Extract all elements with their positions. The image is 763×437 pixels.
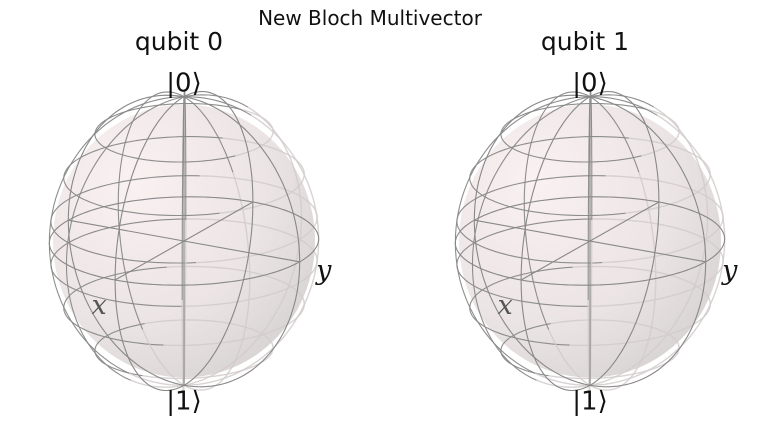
longitude-line-front <box>183 89 187 220</box>
longitude-line-back <box>141 172 251 391</box>
ket-one-label: |1⟩ <box>166 386 201 416</box>
longitude-line-back <box>536 106 709 388</box>
x-axis-label: x <box>91 290 106 321</box>
longitude-line-front <box>471 96 591 381</box>
latitude-line-front <box>521 300 589 307</box>
latitude-line-front <box>500 102 648 160</box>
latitude-line-front <box>544 155 642 163</box>
longitude-line-back <box>181 219 187 394</box>
latitude-line-front <box>500 323 551 376</box>
latitude-line-front <box>63 266 167 342</box>
longitude-line-front <box>589 96 658 116</box>
qubit-1-title: qubit 1 <box>540 27 630 56</box>
longitude-line-front <box>589 96 640 173</box>
longitude-line-back <box>128 114 320 387</box>
latitude-line-front <box>469 266 573 342</box>
bloch-sphere-1: |0⟩ |1⟩ x y <box>454 69 738 416</box>
ket-zero-label: |0⟩ <box>166 69 201 99</box>
longitude-line-front <box>183 96 252 116</box>
longitude-line-back <box>547 172 657 391</box>
latitude-line-front <box>138 155 236 163</box>
longitude-line-back <box>130 106 303 388</box>
longitude-line-front <box>183 96 234 173</box>
latitude-line-front <box>50 218 186 302</box>
ket-one-label: |1⟩ <box>572 386 607 416</box>
longitude-line-front <box>454 96 591 374</box>
figure-title: New Bloch Multivector <box>258 6 482 30</box>
latitude-line-front <box>528 210 626 217</box>
y-axis-label: y <box>721 255 738 286</box>
latitude-line-front <box>94 102 242 160</box>
bloch-sphere-0: |0⟩ |1⟩ x y <box>48 69 332 416</box>
longitude-line-back <box>534 114 726 387</box>
latitude-line-front <box>122 210 220 217</box>
latitude-line-front <box>456 175 606 259</box>
longitude-line-front <box>65 96 185 381</box>
latitude-line-front <box>115 300 183 307</box>
y-axis-label: y <box>315 255 332 286</box>
qubit-0-title: qubit 0 <box>134 27 224 56</box>
latitude-line-front <box>528 340 570 346</box>
latitude-line-front <box>50 175 200 259</box>
ket-zero-label: |0⟩ <box>572 69 607 99</box>
latitude-line-front <box>469 136 629 212</box>
longitude-line-back <box>587 219 593 394</box>
x-axis-label: x <box>497 290 512 321</box>
latitude-line-front <box>456 218 592 302</box>
latitude-line-front <box>63 136 223 212</box>
latitude-line-front <box>122 340 164 346</box>
longitude-line-front <box>589 89 593 220</box>
latitude-line-front <box>94 323 145 376</box>
longitude-line-front <box>48 96 185 374</box>
